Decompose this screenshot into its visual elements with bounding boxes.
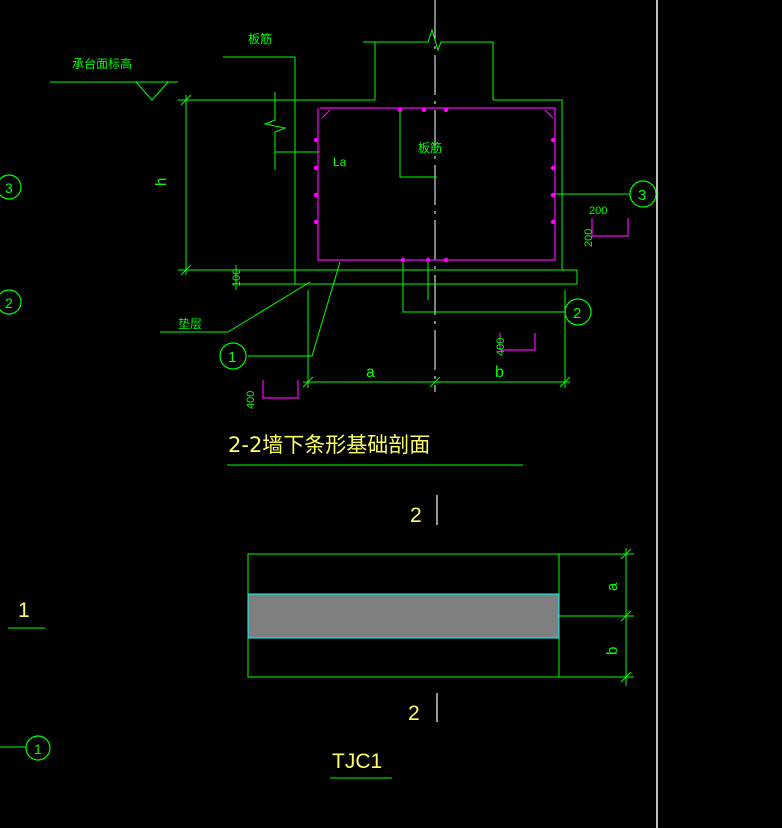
inner-bar-leader — [399, 108, 437, 178]
callout-2-leader — [402, 262, 566, 313]
rebar-dot — [443, 107, 449, 113]
label-200-vertical: 200 — [583, 229, 595, 247]
detail-hook-400-left — [262, 380, 299, 399]
wall-break-line — [375, 28, 494, 100]
cushion-leader — [160, 281, 311, 333]
rebar-dot — [313, 165, 319, 171]
label-200: 200 — [589, 205, 607, 217]
dim-ab-tick-left — [302, 376, 314, 388]
edge-label-1: 1 — [18, 599, 30, 622]
detail-hook-400-right — [499, 333, 536, 351]
detail-hook-200 — [591, 218, 629, 237]
plan-dim-b: b — [604, 647, 621, 655]
callout-3-circle — [629, 180, 657, 208]
plan-dim-tick-mid — [620, 610, 632, 622]
plan-dim-a: a — [604, 582, 621, 591]
callouts — [219, 180, 657, 370]
rebar-dot — [550, 137, 556, 143]
anchor-break — [263, 92, 287, 170]
label-top-bar-2: 板筋 — [418, 140, 442, 155]
edge-callout-2-circle — [0, 289, 22, 315]
plan-wall-fill — [247, 593, 560, 639]
rebar-dot — [443, 257, 449, 263]
callout-1-leader — [248, 261, 341, 357]
edge-callout-1-circle — [25, 735, 51, 761]
elev-triangle — [135, 81, 169, 101]
cut-label-top: 2 — [410, 504, 422, 527]
label-top-bar-1: 板筋 — [248, 31, 272, 46]
rebar-dot — [421, 107, 427, 113]
dim-h-tick-bottom — [180, 264, 192, 276]
dim-ab-tick-right — [559, 376, 571, 388]
top-bar-leader — [223, 56, 296, 155]
cut-label-bottom: 2 — [408, 702, 420, 725]
edge-callout-3: 3 — [5, 180, 13, 196]
rebar-dot — [550, 192, 556, 198]
rebar-dot — [313, 137, 319, 143]
plan-dim-tick-top — [620, 548, 632, 560]
edge-callout-2: 2 — [5, 295, 13, 311]
label-cushion-thickness: 100 — [231, 269, 243, 287]
label-anchorage: La — [333, 155, 347, 169]
callout-1-circle — [219, 342, 247, 370]
rebar-hook-left — [321, 109, 331, 119]
callout-1-number: 1 — [228, 349, 236, 366]
left-edge: 3 2 1 1 — [0, 174, 51, 761]
rebar-hook-right — [544, 109, 554, 119]
rebar-dot — [400, 257, 406, 263]
callout-2-circle — [564, 298, 592, 326]
rebar-dot — [397, 107, 403, 113]
label-cap-elevation: 承台面标高 — [72, 56, 132, 71]
edge-callout-1: 1 — [34, 741, 42, 757]
section-title: 2-2墙下条形基础剖面 — [228, 433, 430, 457]
section-labels: 承台面标高 板筋 板筋 La 垫层 h 100 a b 200 200 400 … — [72, 31, 646, 409]
dim-ab-tick-mid — [429, 376, 441, 388]
label-dim-a: a — [366, 364, 375, 381]
rebar-group — [262, 107, 629, 399]
label-dim-b: b — [495, 364, 504, 381]
rebar-dot — [313, 219, 319, 225]
label-cushion: 垫层 — [178, 316, 202, 331]
cushion-layer — [294, 269, 578, 285]
plan-tjc1: 2 2 a b TJC1 — [247, 495, 634, 779]
section-2-2 — [50, 0, 630, 466]
plan-dim-tick-bottom — [620, 671, 632, 683]
rebar-dot — [550, 219, 556, 225]
label-400-left: 400 — [245, 391, 257, 409]
callout-2-number: 2 — [573, 305, 581, 322]
rebar-dots — [313, 107, 556, 263]
rebar-dot — [425, 257, 431, 263]
rebar-dot — [313, 192, 319, 198]
label-h: h — [153, 178, 170, 186]
dim-h-tick-top — [180, 94, 192, 106]
edge-callout-3-circle — [0, 174, 22, 200]
rebar-cage — [317, 107, 556, 261]
label-400-right: 400 — [495, 338, 507, 356]
rebar-dot — [550, 165, 556, 171]
plan-title: TJC1 — [332, 750, 382, 773]
callout-3-number: 3 — [638, 187, 646, 204]
